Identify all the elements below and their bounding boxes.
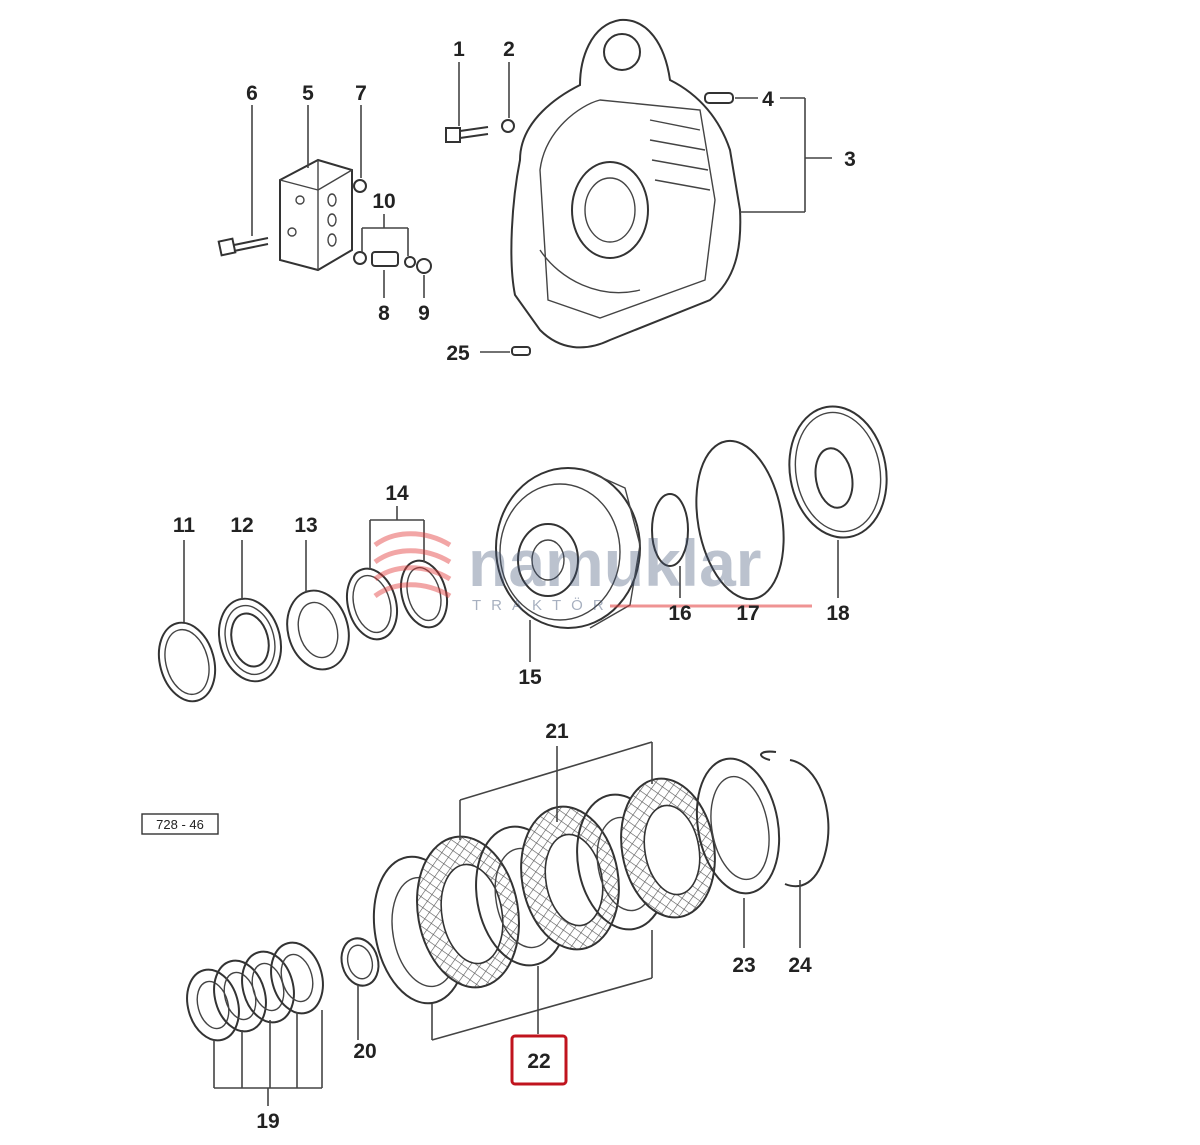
part-label-17: 17 <box>736 602 759 625</box>
housing-part-3 <box>510 18 742 349</box>
reference-code-box: 728 - 46 <box>141 813 219 835</box>
part-label-16: 16 <box>668 602 691 625</box>
part-label-2: 2 <box>503 38 515 61</box>
piston-part-18 <box>788 405 888 539</box>
part-label-6: 6 <box>246 82 258 105</box>
washer-part-13 <box>286 589 350 671</box>
seal-rings-part-14 <box>346 559 449 641</box>
watermark-wave-icon <box>373 531 452 599</box>
part-label-4: 4 <box>762 88 774 111</box>
end-plate-part-23 <box>695 757 781 895</box>
ring-part-20 <box>340 937 380 987</box>
part-labels: 1 2 3 4 5 6 7 8 9 10 11 12 13 14 15 16 1… <box>173 38 856 1133</box>
part-label-21: 21 <box>545 720 569 743</box>
part-label-13: 13 <box>294 514 317 537</box>
brand-watermark: namuklar TRAKTÖR <box>373 526 812 614</box>
part-label-20: 20 <box>353 1040 376 1063</box>
part-label-3: 3 <box>844 148 856 171</box>
top-leader-lines <box>251 62 832 353</box>
part-label-22: 22 <box>527 1050 550 1073</box>
part-label-8: 8 <box>378 302 390 325</box>
snap-ring-part-11 <box>157 621 217 703</box>
watermark-sub: TRAKTÖR <box>472 596 614 614</box>
bearing-part-12 <box>218 597 282 683</box>
o-ring-part-17 <box>695 439 785 601</box>
part-label-15: 15 <box>518 666 542 689</box>
part-label-19: 19 <box>256 1110 279 1133</box>
watermark-brand: namuklar <box>468 526 761 600</box>
part-label-7: 7 <box>355 82 367 105</box>
snap-ring-part-24 <box>760 750 830 888</box>
washer-stack-part-19 <box>186 941 324 1042</box>
o-ring-part-7 <box>353 179 367 193</box>
o-ring-part-16 <box>651 493 689 567</box>
part-label-11: 11 <box>173 514 196 537</box>
part-label-5: 5 <box>302 82 314 105</box>
part-label-18: 18 <box>826 602 850 625</box>
part-label-10: 10 <box>372 190 395 213</box>
pin-part-25 <box>511 346 531 356</box>
valve-block-part <box>279 158 353 272</box>
part-label-9: 9 <box>418 302 430 325</box>
fitting-part-8-9-10 <box>353 251 432 274</box>
part-label-14: 14 <box>385 482 409 505</box>
bottom-leader-lines <box>213 741 801 1106</box>
clutch-drum-part-15 <box>495 467 641 629</box>
highlighted-part-box <box>510 1034 568 1086</box>
part-label-23: 23 <box>732 954 755 977</box>
bolt-part-6 <box>217 237 269 257</box>
washer-part-2 <box>501 119 515 133</box>
part-label-12: 12 <box>230 514 253 537</box>
part-label-25: 25 <box>446 342 470 365</box>
clutch-plate-pack <box>372 777 716 1005</box>
middle-leader-lines <box>183 506 839 662</box>
pin-part-4 <box>704 92 734 104</box>
part-label-24: 24 <box>788 954 812 977</box>
part-label-1: 1 <box>453 38 465 61</box>
bolt-part-1 <box>445 126 489 143</box>
reference-code: 728 - 46 <box>156 817 204 832</box>
